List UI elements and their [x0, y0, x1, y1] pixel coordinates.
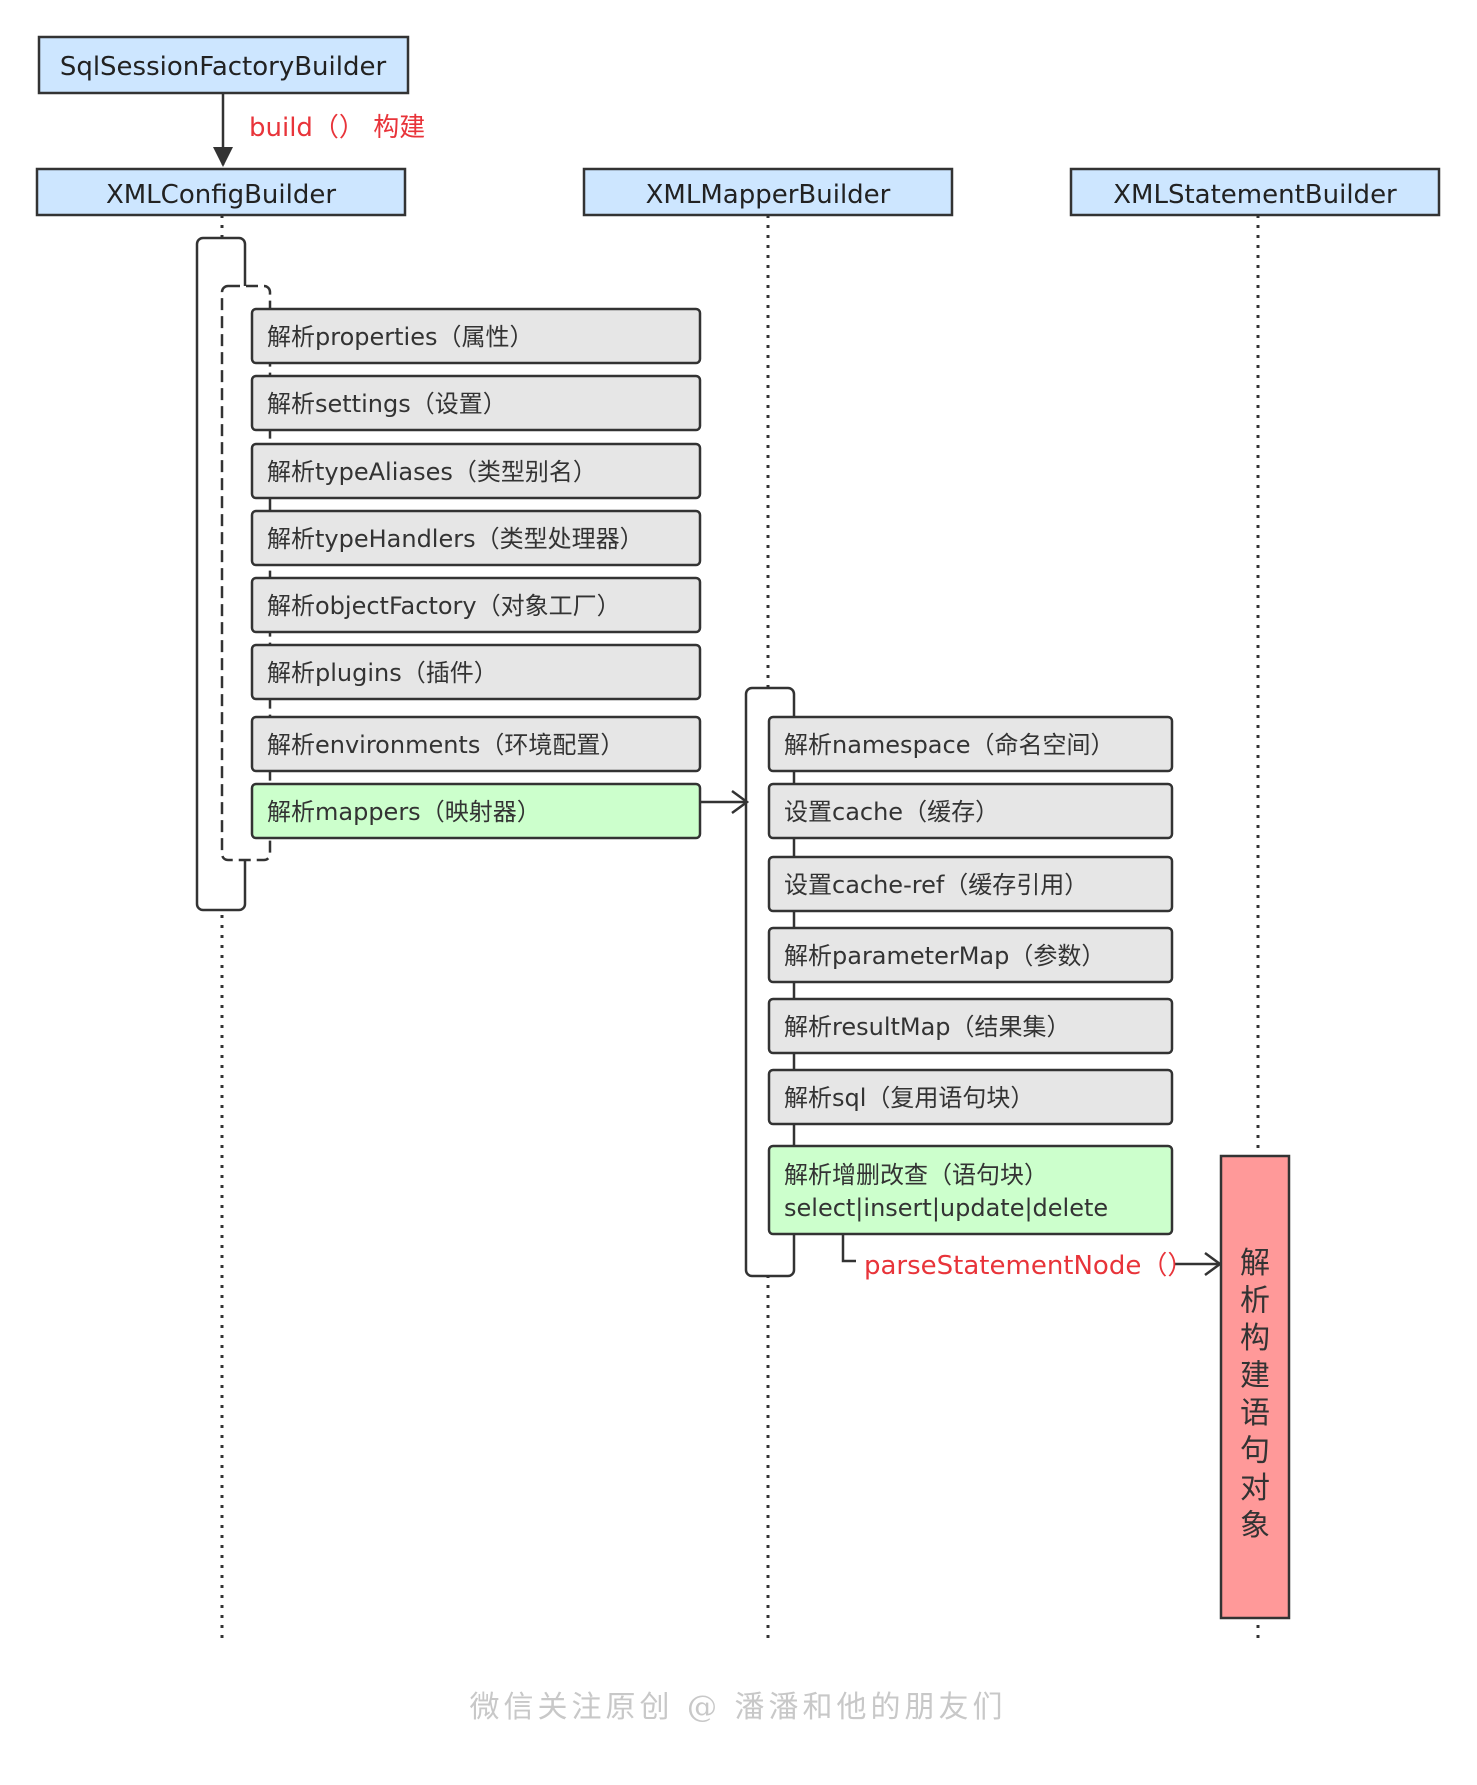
mapper-step-label: 解析resultMap（结果集）	[784, 1013, 1071, 1041]
statement-result-char: 象	[1240, 1509, 1270, 1544]
mapper-step-label: 解析namespace（命名空间）	[784, 731, 1114, 759]
config-steps-group: 解析properties（属性） 解析settings（设置） 解析typeAlia…	[250, 307, 702, 840]
config-step-label: 解析settings（设置）	[267, 390, 507, 418]
mapper-builder-node: XMLMapperBuilder	[582, 167, 954, 217]
mapper-step-label: 解析parameterMap（参数）	[784, 942, 1105, 970]
mapper-step-box	[767, 997, 1174, 1055]
config-step-mappers: 解析mappers（映射器）	[250, 782, 702, 840]
mapper-step-box	[767, 926, 1174, 984]
factory-builder-label: SqlSessionFactoryBuilder	[60, 52, 387, 82]
mapper-step: 解析namespace（命名空间）	[767, 715, 1174, 773]
parse-statement-label: parseStatementNode（）	[864, 1251, 1193, 1281]
config-step-label: 解析plugins（插件）	[267, 659, 498, 687]
config-step-box	[250, 715, 702, 773]
statement-result-char: 句	[1240, 1434, 1270, 1469]
config-step-box	[250, 509, 702, 567]
mapper-builder-label: XMLMapperBuilder	[646, 180, 891, 210]
config-step-label: 解析typeAliases（类型别名）	[267, 458, 597, 486]
statement-result-char: 语	[1240, 1396, 1270, 1431]
crud-step-box: 解析增删改查（语句块） select|insert|update|delete	[767, 1144, 1174, 1236]
mapper-step: 解析sql（复用语句块）	[767, 1068, 1174, 1126]
config-step-box	[250, 374, 702, 432]
config-step: 解析settings（设置）	[250, 374, 702, 432]
config-step-label: 解析properties（属性）	[267, 323, 533, 351]
build-label: build（） 构建	[249, 113, 425, 143]
mapper-step: 设置cache（缓存）	[767, 782, 1174, 840]
factory-builder-node: SqlSessionFactoryBuilder	[37, 35, 410, 95]
statement-result-char: 对	[1240, 1471, 1270, 1506]
mapper-step-label: 设置cache-ref（缓存引用）	[784, 871, 1088, 899]
config-builder-node: XMLConfigBuilder	[35, 167, 407, 217]
config-inner-activation-bar	[220, 284, 272, 862]
config-step-box	[250, 782, 702, 840]
config-step: 解析environments（环境配置）	[250, 715, 702, 773]
statement-result-char: 建	[1240, 1359, 1270, 1394]
mapper-step: 解析parameterMap（参数）	[767, 926, 1174, 984]
statement-builder-node: XMLStatementBuilder	[1069, 167, 1441, 217]
config-step-label: 解析objectFactory（对象工厂）	[267, 592, 621, 620]
mapper-step-box	[767, 1068, 1174, 1126]
config-builder-label: XMLConfigBuilder	[106, 180, 336, 210]
config-step-box	[250, 576, 702, 634]
statement-result-char: 解	[1240, 1246, 1270, 1281]
crud-step-line2: select|insert|update|delete	[784, 1194, 1108, 1222]
statement-builder-label: XMLStatementBuilder	[1113, 180, 1397, 210]
mapper-step-box	[767, 782, 1174, 840]
statement-result-char: 构	[1240, 1321, 1270, 1356]
mapper-step: 设置cache-ref（缓存引用）	[767, 855, 1174, 913]
config-step-label: 解析mappers（映射器）	[267, 798, 541, 826]
mapper-step-label: 解析sql（复用语句块）	[784, 1084, 1034, 1112]
config-step: 解析plugins（插件）	[250, 643, 702, 701]
config-step: 解析typeAliases（类型别名）	[250, 442, 702, 500]
mapper-step-box	[767, 715, 1174, 773]
mappers-call-arrow	[700, 789, 750, 815]
config-step: 解析typeHandlers（类型处理器）	[250, 509, 702, 567]
crud-step-line1: 解析增删改查（语句块）	[784, 1161, 1048, 1189]
mapper-step-box	[767, 855, 1174, 913]
mapper-steps-group: 解析namespace（命名空间） 设置cache（缓存） 设置cache-ref（…	[767, 715, 1174, 1126]
config-step-box	[250, 307, 702, 365]
config-step: 解析objectFactory（对象工厂）	[250, 576, 702, 634]
statement-result-char: 析	[1240, 1284, 1270, 1319]
config-step-label: 解析typeHandlers（类型处理器）	[267, 525, 644, 553]
config-step-box	[250, 643, 702, 701]
watermark: 微信关注原创 @ 潘潘和他的朋友们	[469, 1690, 1006, 1725]
mapper-step-label: 设置cache（缓存）	[784, 798, 999, 826]
mapper-step: 解析resultMap（结果集）	[767, 997, 1174, 1055]
config-step-box	[250, 442, 702, 500]
config-step-label: 解析environments（环境配置）	[267, 731, 624, 759]
config-step: 解析properties（属性）	[250, 307, 702, 365]
